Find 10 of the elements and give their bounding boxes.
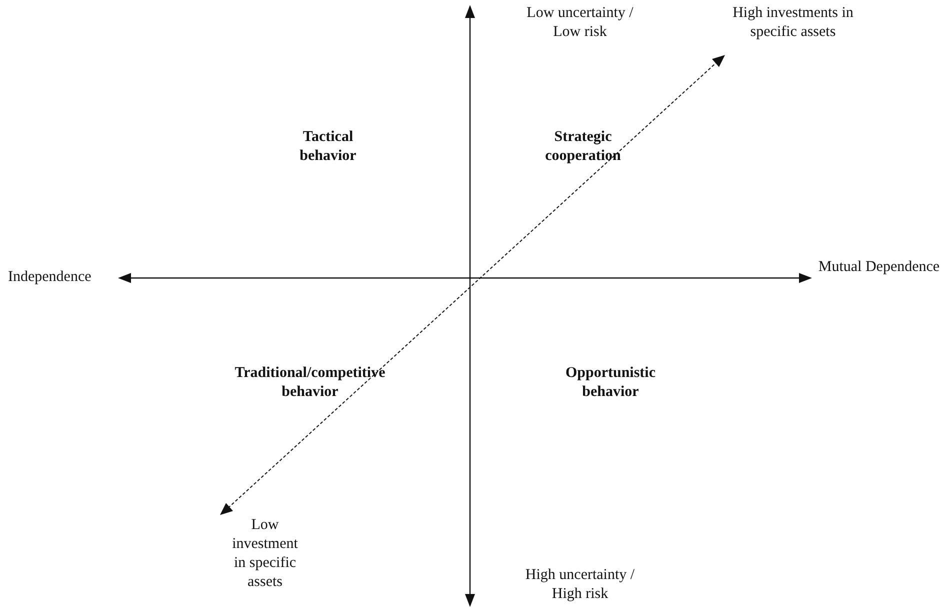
axis-label: Low uncertainty / Low risk (526, 4, 634, 42)
axis-label: Low investment in specific assets (231, 516, 299, 592)
axis-label: Independence (8, 268, 92, 287)
axis-label: High uncertainty / High risk (524, 566, 636, 604)
quadrant-label: Traditional/competitive behavior (234, 364, 386, 402)
quadrant-label: Opportunistic behavior (564, 364, 656, 402)
axis-label: High investments in specific assets (732, 4, 854, 42)
quadrant-label: Strategic cooperation (544, 128, 622, 166)
axis-label: Mutual Dependence (818, 258, 940, 277)
quadrant-label: Tactical behavior (298, 128, 358, 166)
